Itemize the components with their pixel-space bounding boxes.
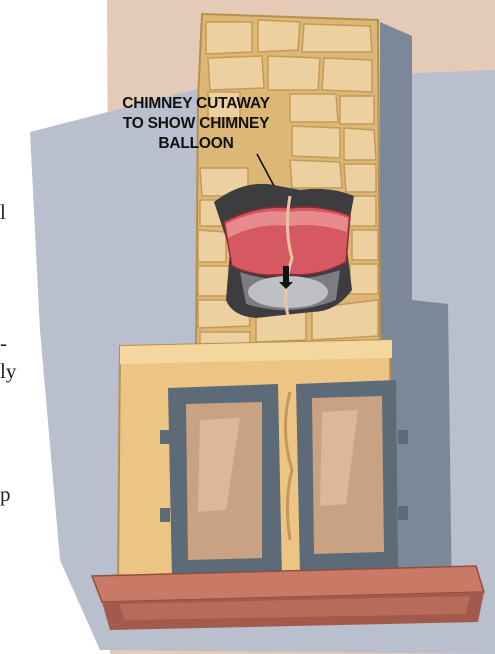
margin-text-fragment: p <box>0 484 11 505</box>
margin-text-fragment: ly <box>0 361 16 382</box>
callout-line: CHIMNEY CUTAWAY <box>99 94 293 114</box>
callout-label: CHIMNEY CUTAWAY TO SHOW CHIMNEY BALLOON <box>99 94 293 154</box>
margin-text-fragment: l <box>0 202 6 223</box>
callout-line: TO SHOW CHIMNEY <box>99 114 293 134</box>
chimney-balloon <box>214 184 354 318</box>
hearth <box>92 566 484 630</box>
callout-line: BALLOON <box>99 134 293 154</box>
margin-text-fragment: - <box>0 333 7 354</box>
